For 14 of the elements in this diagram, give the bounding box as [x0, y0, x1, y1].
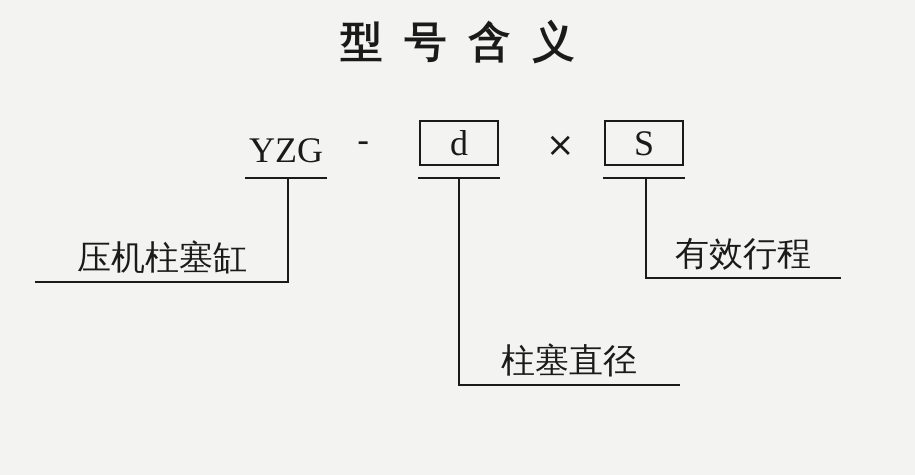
meaning-label: 压机柱塞缸 — [35, 228, 289, 283]
code-text: YZG — [249, 132, 323, 168]
title: 型号含义 — [340, 16, 598, 68]
meaning-label: 柱塞直径 — [458, 330, 680, 386]
meaning-label: 有效行程 — [645, 222, 841, 279]
code-letter: S — [604, 120, 684, 166]
leader-line — [645, 178, 647, 278]
code-letter: d — [419, 120, 499, 166]
separator-symbol: - — [357, 124, 370, 158]
leader-line — [458, 178, 460, 385]
separator-symbol: × — [546, 128, 574, 162]
leader-line — [287, 178, 289, 282]
underlined-code — [603, 120, 685, 179]
underlined-code — [418, 120, 500, 179]
